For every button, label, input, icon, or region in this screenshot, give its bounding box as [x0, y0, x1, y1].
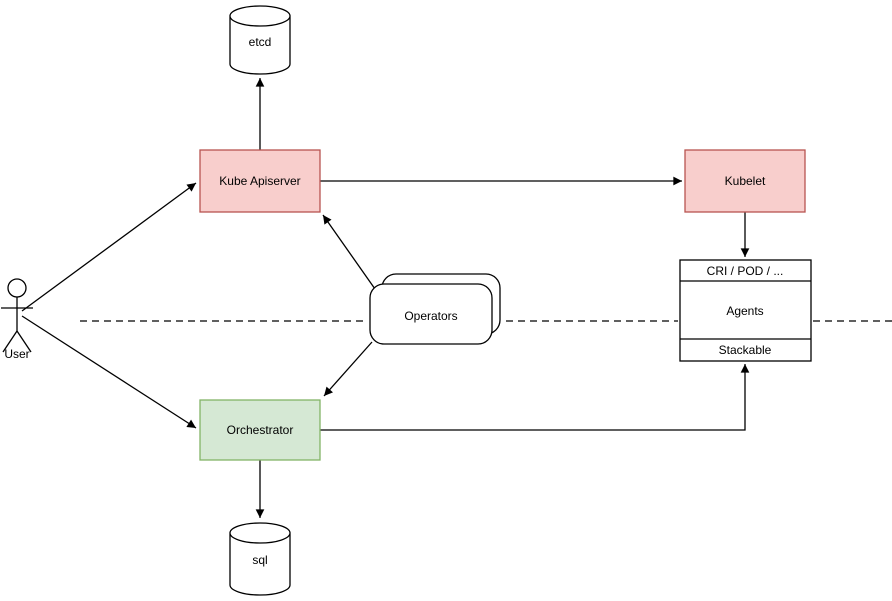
node-orchestrator[interactable]: Orchestrator [199, 399, 321, 461]
edge-user-to-apiserver[interactable] [21, 182, 197, 312]
edges [21, 78, 750, 518]
sql-cylinder-shape [229, 522, 291, 596]
kube-apiserver-label: Kube Apiserver [219, 174, 300, 188]
kubelet-label: Kubelet [725, 174, 766, 188]
edge-operators-to-orchestrator[interactable] [323, 341, 373, 397]
user-label: User [4, 347, 29, 361]
node-agents-component[interactable]: CRI / POD / ... Agents Stackable [679, 259, 812, 362]
edge-user-to-orchestrator[interactable] [21, 315, 197, 429]
edge-orchestrator-to-agents[interactable] [320, 364, 750, 431]
kubelet-box [684, 149, 806, 213]
etcd-label: etcd [249, 35, 272, 49]
sql-label: sql [252, 553, 267, 567]
orchestrator-box [199, 399, 321, 461]
agents-outer-box [679, 259, 812, 362]
operators-label: Operators [404, 309, 457, 323]
node-sql[interactable]: sql [229, 522, 291, 596]
agents-label: Agents [726, 304, 763, 318]
node-operators[interactable]: Operators [369, 273, 501, 345]
etcd-cylinder-shape [229, 5, 291, 75]
operators-front-card [369, 283, 493, 345]
node-etcd[interactable]: etcd [229, 5, 291, 75]
node-user-actor[interactable]: User [1, 278, 33, 361]
node-kubelet[interactable]: Kubelet [684, 149, 806, 213]
actor-right-leg [16, 330, 32, 353]
edge-operators-to-apiserver[interactable] [322, 214, 376, 290]
actor-head [7, 278, 27, 298]
orchestrator-label: Orchestrator [227, 423, 294, 437]
actor-left-leg [2, 330, 18, 353]
agents-header-label: CRI / POD / ... [707, 264, 784, 278]
node-kube-apiserver[interactable]: Kube Apiserver [199, 149, 321, 213]
agents-footer-label: Stackable [719, 343, 772, 357]
kube-apiserver-box [199, 149, 321, 213]
